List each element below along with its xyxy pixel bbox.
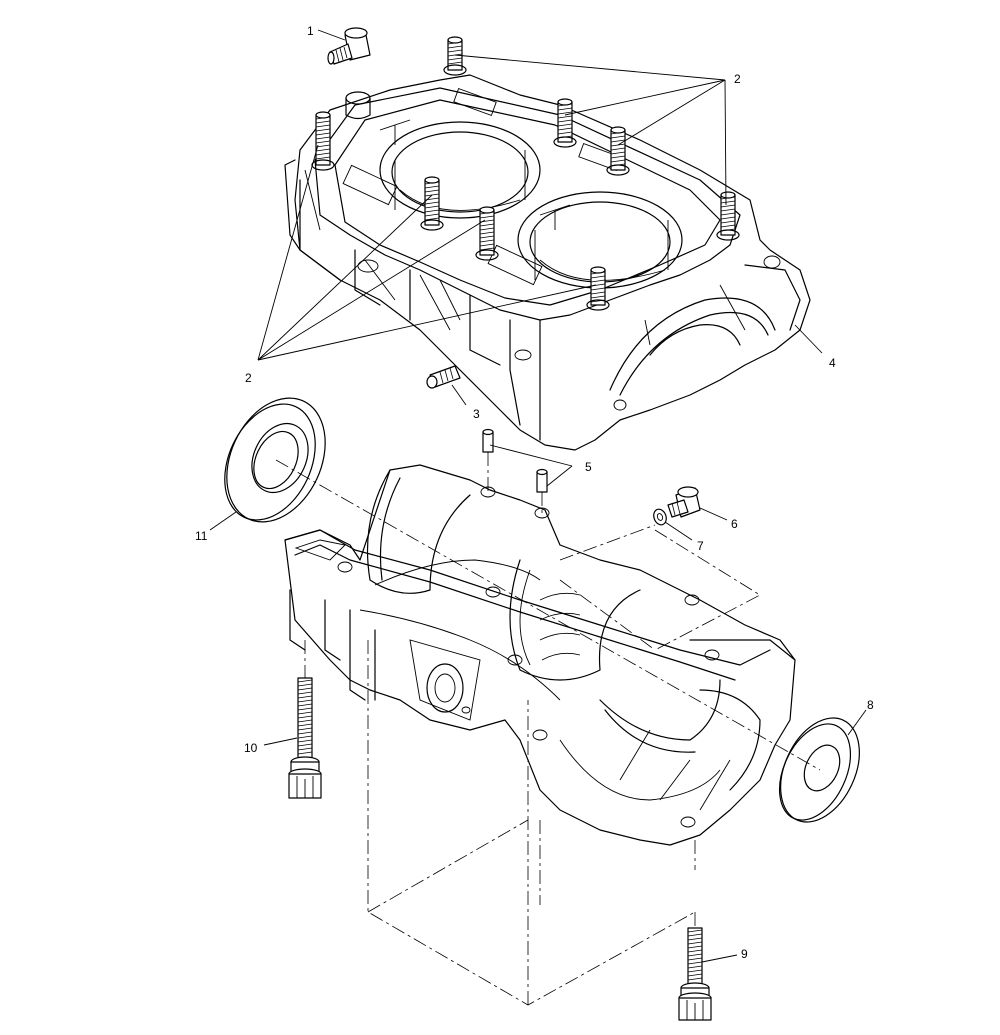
callout-4: 4 bbox=[829, 356, 836, 370]
alignment-lines bbox=[275, 452, 821, 1006]
cylinder-stud bbox=[586, 266, 610, 311]
long-bolt-9 bbox=[678, 927, 712, 1021]
bolt-6 bbox=[667, 486, 701, 518]
threaded-plug bbox=[426, 365, 461, 389]
callout-8: 8 bbox=[867, 698, 874, 712]
callout-1: 1 bbox=[307, 24, 314, 38]
crank-seal-left bbox=[224, 397, 326, 523]
cylinder-stud bbox=[606, 126, 630, 176]
leader-lines bbox=[209, 29, 867, 963]
callout-7: 7 bbox=[697, 539, 704, 553]
cylinder-stud bbox=[553, 98, 577, 148]
cylinder-stud bbox=[420, 176, 444, 231]
cylinder-studs bbox=[311, 36, 740, 311]
washer-7 bbox=[653, 508, 667, 526]
upper-crankcase bbox=[284, 74, 811, 451]
cylinder-stud bbox=[311, 111, 335, 171]
long-bolt-10 bbox=[288, 677, 322, 799]
lower-crankcase bbox=[284, 464, 796, 846]
cylinder-stud bbox=[716, 191, 740, 241]
callout-2-left: 2 bbox=[245, 371, 252, 385]
callout-10: 10 bbox=[244, 741, 258, 755]
callout-9: 9 bbox=[741, 947, 748, 961]
callout-5: 5 bbox=[585, 460, 592, 474]
callout-labels: 1 2 2 3 4 5 6 7 8 9 10 11 bbox=[195, 24, 874, 961]
callout-2-top: 2 bbox=[734, 72, 741, 86]
callout-11: 11 bbox=[195, 529, 208, 543]
callout-6: 6 bbox=[731, 517, 738, 531]
elbow-fitting bbox=[327, 27, 371, 65]
dowel-pins bbox=[482, 428, 548, 493]
callout-3: 3 bbox=[473, 407, 480, 421]
